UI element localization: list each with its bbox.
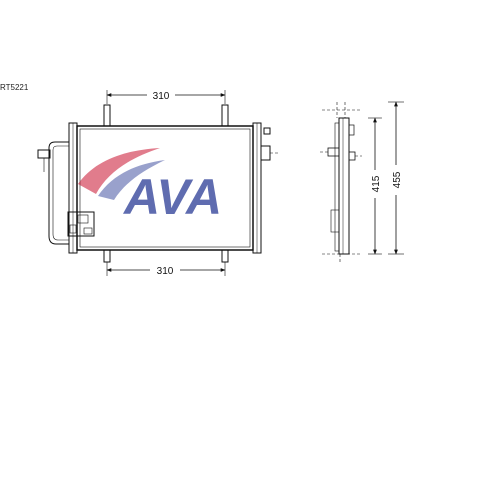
bottom-right-bracket [221,250,229,263]
outer-height-label: 455 [392,171,403,188]
side-view [320,102,362,262]
connector-block [67,211,95,237]
top-right-bracket [221,104,229,126]
logo-swoosh [78,148,160,194]
inner-height-dimension: 415 [368,117,382,255]
right-fitting [260,145,271,161]
logo-text: AVA [122,169,222,225]
side-fitting-right [348,151,356,161]
inner-height-label: 415 [371,175,382,192]
brand-logo: AVA [78,148,222,225]
part-number-label: RT5221 [0,83,29,92]
left-pipe [48,141,69,245]
top-width-dimension: 310 [106,90,226,104]
top-left-bracket [103,104,111,126]
side-core [338,117,350,255]
pipe-end-fitting [37,149,51,159]
outer-height-dimension: 455 [388,101,404,255]
side-fitting-left [327,147,340,157]
bottom-left-bracket [103,250,111,263]
top-width-label: 310 [153,91,170,102]
bottom-width-label: 310 [157,266,174,277]
bottom-width-dimension: 310 [106,262,226,277]
